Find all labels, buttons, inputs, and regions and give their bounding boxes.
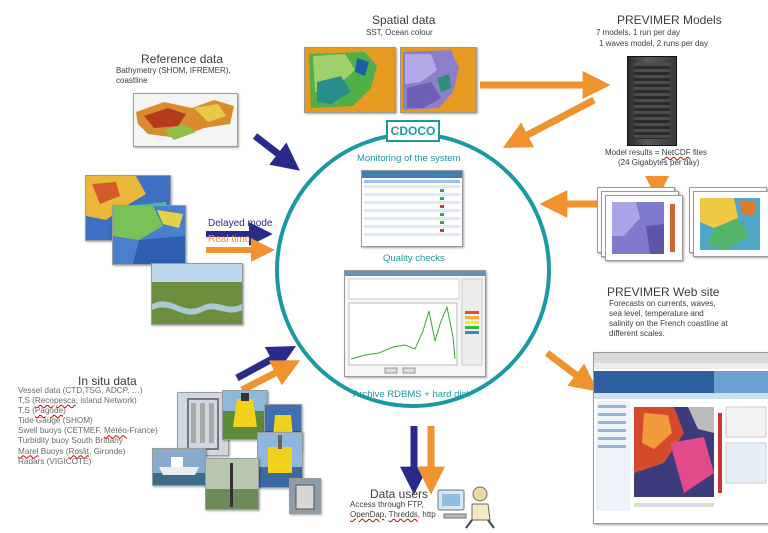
insitu-item-vessel: Vessel data (CTD,TSG, ADCP, …)	[18, 386, 143, 395]
spatial-data-subtitle: SST, Ocean colour	[366, 28, 433, 37]
website-screenshot-graphic	[594, 353, 768, 511]
data-users-line1: Access through FTP,	[350, 500, 424, 509]
quality-checks-screenshot	[344, 270, 486, 377]
tide-gauge-graphic	[206, 463, 258, 509]
archive-label: Archive RDBMS + hard disk	[353, 389, 471, 400]
website-screenshot	[593, 352, 768, 524]
insitu-map-image-2	[112, 205, 186, 265]
bathymetry-map-image	[133, 93, 238, 147]
ctd-rosette-graphic	[187, 398, 219, 450]
website-description: Forecasts on currents, waves, sea level,…	[609, 299, 728, 339]
insitu-map-graphic-2	[113, 206, 185, 264]
insitu-item-swell: Swell buoys (CETMEF, Météo-France)	[18, 426, 158, 436]
reference-data-line1: Bathymetry (SHOM, IFREMER),	[116, 66, 231, 75]
insitu-item-tide: Tide Gauge (SHOM)	[18, 416, 93, 426]
yellow-buoy-graphic	[223, 391, 267, 427]
quality-checks-graphic	[345, 271, 485, 374]
website-line-2: sea level, temperature and	[609, 309, 704, 318]
website-line-1: Forecasts on currents, waves,	[609, 299, 716, 308]
yellow-buoy-photo	[222, 390, 268, 440]
data-users-line2: OpenDap, Thredds, http	[350, 510, 436, 519]
supercomputer-image	[627, 56, 677, 146]
coastline-aerial-photo	[151, 263, 243, 325]
arrow-insitu-delayed	[235, 345, 297, 382]
model-results-stack-1	[597, 187, 683, 262]
models-title: PREVIMER Models	[617, 13, 722, 27]
website-title: PREVIMER Web site	[607, 285, 720, 299]
monitoring-table-graphic	[362, 171, 462, 236]
insitu-item-pagode: T,S (Pagode)	[18, 406, 66, 416]
insitu-list: Vessel data (CTD,TSG, ADCP, …) T,S (Reco…	[18, 386, 158, 467]
currents-map-graphic	[612, 202, 675, 254]
real-time-label: Real time	[208, 234, 251, 245]
spatial-data-title: Spatial data	[372, 13, 436, 27]
user-at-computer-icon	[437, 486, 495, 529]
coastline-aerial-graphic	[152, 264, 242, 324]
radar-station-graphic	[295, 484, 315, 510]
model-results-stack-2	[689, 187, 768, 262]
insitu-item-turbidity: Turbidity buoy South Brittany	[18, 436, 123, 446]
arrow-insitu-realtime	[240, 360, 301, 394]
monitoring-table-screenshot	[361, 170, 463, 247]
reference-data-title: Reference data	[141, 52, 224, 66]
ocean-colour-map-graphic	[403, 50, 459, 110]
insitu-title: In situ data	[78, 374, 137, 388]
vessel-graphic	[153, 457, 205, 485]
ocean-colour-map-image	[400, 47, 477, 113]
tide-gauge-photo	[205, 458, 259, 510]
arrow-models-to-cdoco	[502, 96, 596, 148]
model-results-line2: (24 Gigabytes per day)	[618, 158, 700, 167]
data-users-title: Data users	[370, 487, 429, 501]
arrow-cdoco-to-website	[544, 350, 599, 392]
bathymetry-map-graphic	[136, 100, 234, 140]
delayed-mode-label: Delayed mode	[208, 218, 273, 229]
models-line2: 1 waves model, 2 runs per day	[599, 39, 708, 48]
monitoring-label: Monitoring of the system	[357, 153, 461, 164]
vessel-photo	[152, 448, 206, 486]
temperature-map-graphic	[700, 198, 760, 250]
sst-map-image	[304, 47, 396, 113]
model-results-line1: Model results = NetCDF files	[605, 148, 708, 157]
insitu-item-recopesca: T,S (Recopesca, island Network)	[18, 396, 137, 406]
quality-checks-label: Quality checks	[383, 253, 445, 264]
website-line-3: salinity on the French coastline at	[609, 319, 728, 328]
sst-map-graphic	[309, 52, 377, 108]
models-line1: 7 models, 1 run per day	[596, 28, 681, 37]
website-line-4: different scales.	[609, 329, 665, 338]
radar-station-photo	[289, 478, 321, 514]
arrow-reference-to-cdoco	[252, 133, 300, 171]
cdoco-box: CDOCO	[386, 120, 440, 142]
insitu-item-marel: Marel Buoys (Roslit, Gironde)	[18, 446, 126, 456]
reference-data-line2: coastline	[116, 76, 148, 85]
insitu-item-radars: Radars (VIGICOTE)	[18, 456, 92, 466]
ctd-rosette-photo	[177, 392, 229, 456]
